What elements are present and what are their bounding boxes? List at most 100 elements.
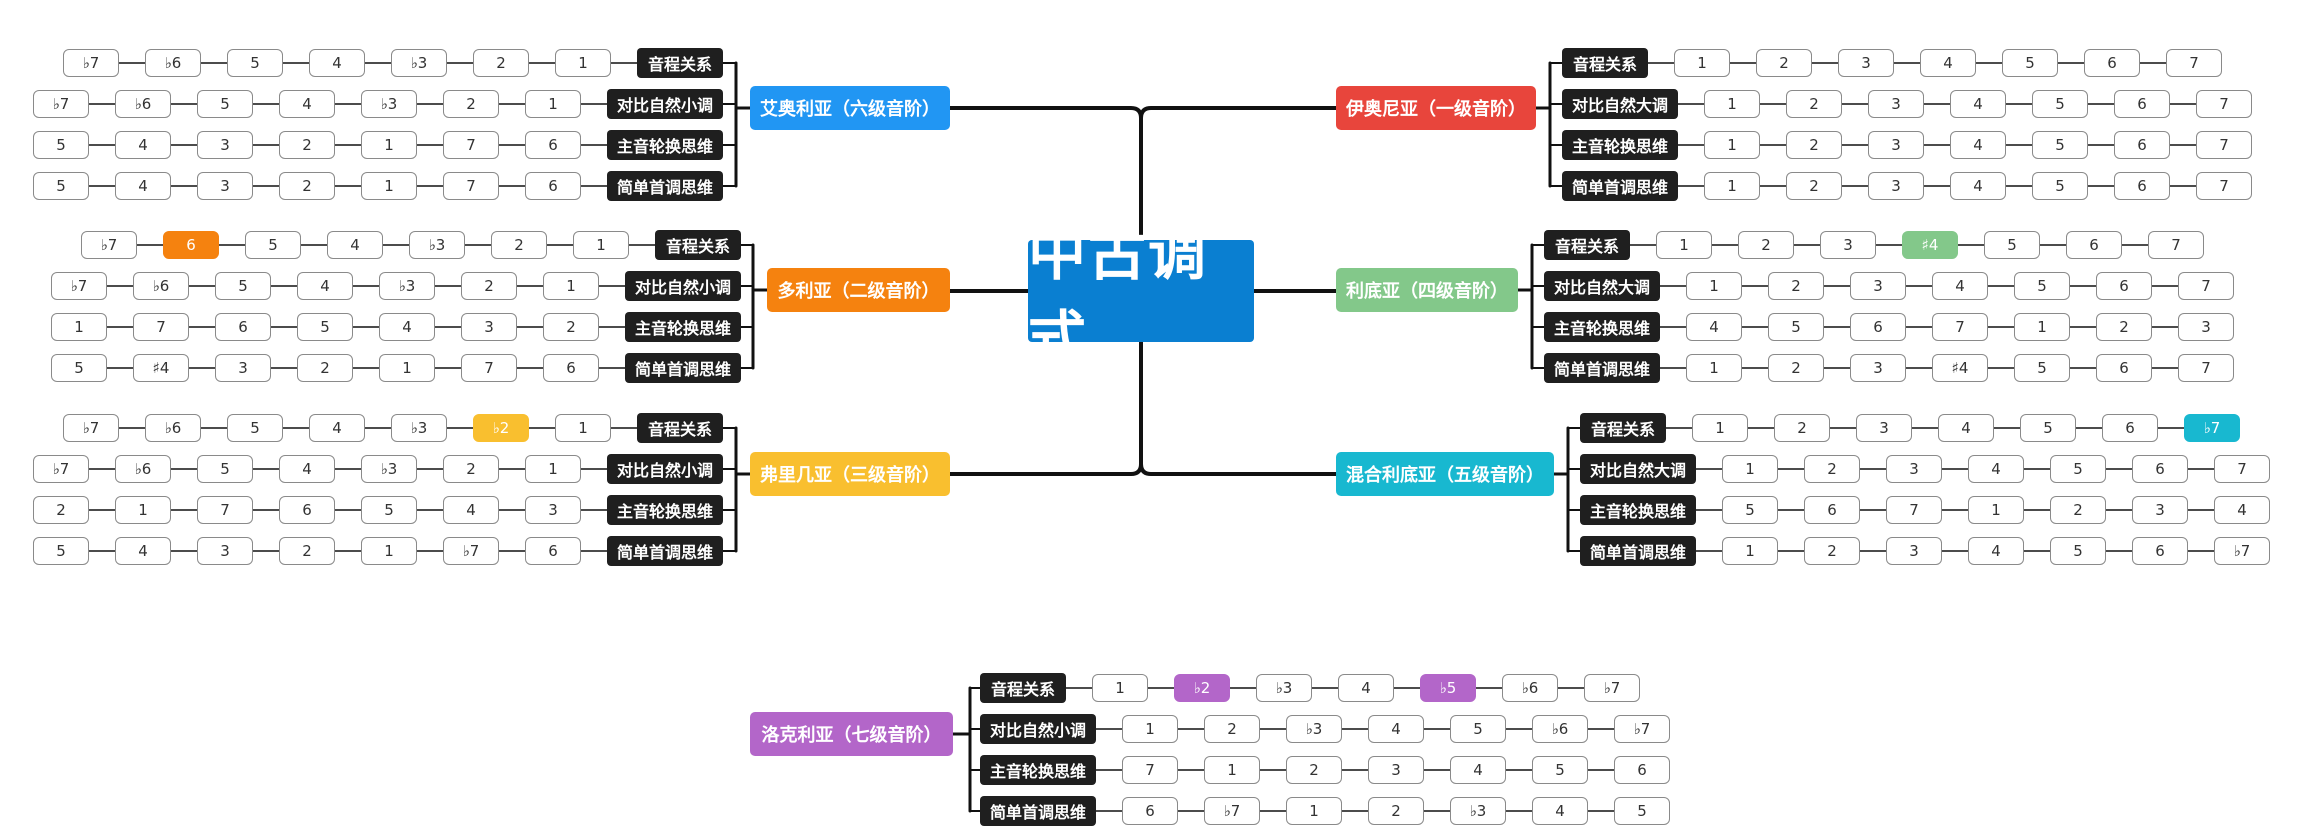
note-cell[interactable]: 5 bbox=[361, 496, 417, 524]
row-label[interactable]: 主音轮换思维 bbox=[1562, 130, 1678, 160]
row-label[interactable]: 简单首调思维 bbox=[1544, 353, 1660, 383]
central-topic[interactable]: 中古调式 bbox=[1028, 220, 1254, 372]
note-cell[interactable]: 7 bbox=[461, 354, 517, 382]
note-cell[interactable]: 6 bbox=[2114, 172, 2170, 200]
note-cell[interactable]: 2 bbox=[461, 272, 517, 300]
note-cell[interactable]: 3 bbox=[2132, 496, 2188, 524]
note-cell[interactable]: 2 bbox=[2096, 313, 2152, 341]
note-cell[interactable]: 2 bbox=[1738, 231, 1794, 259]
note-cell[interactable]: ♭7 bbox=[33, 455, 89, 483]
note-cell[interactable]: 4 bbox=[1968, 455, 2024, 483]
note-cell[interactable]: 2 bbox=[443, 90, 499, 118]
note-cell[interactable]: 6 bbox=[1614, 756, 1670, 784]
note-cell[interactable]: 5 bbox=[215, 272, 271, 300]
note-cell[interactable]: 6 bbox=[2114, 131, 2170, 159]
row-label[interactable]: 简单首调思维 bbox=[607, 536, 723, 566]
note-cell[interactable]: ♭7 bbox=[63, 49, 119, 77]
note-cell[interactable]: 5 bbox=[2002, 49, 2058, 77]
note-cell[interactable]: 5 bbox=[2032, 131, 2088, 159]
note-cell[interactable]: 3 bbox=[197, 172, 253, 200]
note-cell[interactable]: 3 bbox=[1838, 49, 1894, 77]
note-cell[interactable]: 4 bbox=[1968, 537, 2024, 565]
row-label[interactable]: 音程关系 bbox=[980, 673, 1066, 703]
note-cell[interactable]: 5 bbox=[33, 172, 89, 200]
note-cell[interactable]: 3 bbox=[1856, 414, 1912, 442]
note-cell[interactable]: 4 bbox=[1450, 756, 1506, 784]
note-cell[interactable]: 2 bbox=[1774, 414, 1830, 442]
note-cell[interactable]: 7 bbox=[2196, 172, 2252, 200]
note-cell[interactable]: 6 bbox=[1804, 496, 1860, 524]
note-cell[interactable]: 2 bbox=[1786, 131, 1842, 159]
mode-node-aeolian[interactable]: 艾奥利亚（六级音阶） bbox=[750, 86, 950, 130]
row-label[interactable]: 音程关系 bbox=[637, 413, 723, 443]
note-cell[interactable]: ♭7 bbox=[81, 231, 137, 259]
note-cell-highlighted[interactable]: ♭7 bbox=[2184, 414, 2240, 442]
note-cell[interactable]: 4 bbox=[379, 313, 435, 341]
note-cell-highlighted[interactable]: ♯4 bbox=[1902, 231, 1958, 259]
note-cell[interactable]: ♭7 bbox=[1614, 715, 1670, 743]
row-label[interactable]: 主音轮换思维 bbox=[607, 495, 723, 525]
note-cell[interactable]: 5 bbox=[33, 537, 89, 565]
note-cell[interactable]: 2 bbox=[1786, 172, 1842, 200]
note-cell[interactable]: ♭7 bbox=[51, 272, 107, 300]
note-cell[interactable]: 3 bbox=[215, 354, 271, 382]
row-label[interactable]: 主音轮换思维 bbox=[625, 312, 741, 342]
note-cell[interactable]: 2 bbox=[543, 313, 599, 341]
note-cell[interactable]: 7 bbox=[197, 496, 253, 524]
note-cell[interactable]: ♭6 bbox=[1532, 715, 1588, 743]
note-cell[interactable]: 5 bbox=[2014, 354, 2070, 382]
note-cell[interactable]: 3 bbox=[1886, 455, 1942, 483]
note-cell[interactable]: 2 bbox=[297, 354, 353, 382]
note-cell[interactable]: 1 bbox=[1656, 231, 1712, 259]
note-cell-highlighted[interactable]: ♭2 bbox=[473, 414, 529, 442]
row-label[interactable]: 简单首调思维 bbox=[625, 353, 741, 383]
note-cell[interactable]: 7 bbox=[2196, 90, 2252, 118]
note-cell[interactable]: ♭6 bbox=[1502, 674, 1558, 702]
note-cell-highlighted[interactable]: ♭5 bbox=[1420, 674, 1476, 702]
note-cell[interactable]: 3 bbox=[525, 496, 581, 524]
note-cell[interactable]: 1 bbox=[1692, 414, 1748, 442]
note-cell[interactable]: 5 bbox=[2032, 172, 2088, 200]
row-label[interactable]: 简单首调思维 bbox=[1580, 536, 1696, 566]
row-label[interactable]: 对比自然大调 bbox=[1562, 89, 1678, 119]
note-cell[interactable]: 5 bbox=[33, 131, 89, 159]
note-cell[interactable]: 7 bbox=[133, 313, 189, 341]
note-cell[interactable]: 2 bbox=[443, 455, 499, 483]
note-cell[interactable]: 6 bbox=[1122, 797, 1178, 825]
note-cell[interactable]: 3 bbox=[1820, 231, 1876, 259]
note-cell[interactable]: 5 bbox=[297, 313, 353, 341]
note-cell[interactable]: 7 bbox=[2166, 49, 2222, 77]
note-cell[interactable]: 7 bbox=[1932, 313, 1988, 341]
note-cell[interactable]: 5 bbox=[197, 455, 253, 483]
note-cell[interactable]: ♭3 bbox=[379, 272, 435, 300]
note-cell[interactable]: 1 bbox=[1674, 49, 1730, 77]
note-cell[interactable]: 5 bbox=[1768, 313, 1824, 341]
note-cell[interactable]: 6 bbox=[215, 313, 271, 341]
note-cell[interactable]: 1 bbox=[2014, 313, 2070, 341]
note-cell[interactable]: 1 bbox=[525, 455, 581, 483]
note-cell[interactable]: ♭3 bbox=[361, 455, 417, 483]
mode-node-locrian[interactable]: 洛克利亚（七级音阶） bbox=[750, 712, 953, 756]
note-cell[interactable]: 2 bbox=[473, 49, 529, 77]
row-label[interactable]: 简单首调思维 bbox=[980, 796, 1096, 826]
note-cell[interactable]: 6 bbox=[1850, 313, 1906, 341]
note-cell[interactable]: ♭6 bbox=[115, 90, 171, 118]
note-cell[interactable]: 7 bbox=[1122, 756, 1178, 784]
note-cell[interactable]: 4 bbox=[297, 272, 353, 300]
note-cell[interactable]: 4 bbox=[279, 90, 335, 118]
note-cell[interactable]: 1 bbox=[115, 496, 171, 524]
note-cell[interactable]: 2 bbox=[1768, 272, 1824, 300]
note-cell[interactable]: 3 bbox=[1868, 172, 1924, 200]
note-cell[interactable]: 4 bbox=[309, 49, 365, 77]
note-cell[interactable]: 1 bbox=[573, 231, 629, 259]
note-cell[interactable]: 3 bbox=[197, 131, 253, 159]
note-cell[interactable]: ♭3 bbox=[1450, 797, 1506, 825]
row-label[interactable]: 对比自然大调 bbox=[1544, 271, 1660, 301]
note-cell[interactable]: 4 bbox=[2214, 496, 2270, 524]
note-cell[interactable]: 3 bbox=[1868, 90, 1924, 118]
note-cell[interactable]: ♭3 bbox=[391, 414, 447, 442]
row-label[interactable]: 对比自然小调 bbox=[607, 454, 723, 484]
note-cell[interactable]: 2 bbox=[1768, 354, 1824, 382]
note-cell[interactable]: 7 bbox=[443, 172, 499, 200]
note-cell[interactable]: 1 bbox=[1092, 674, 1148, 702]
